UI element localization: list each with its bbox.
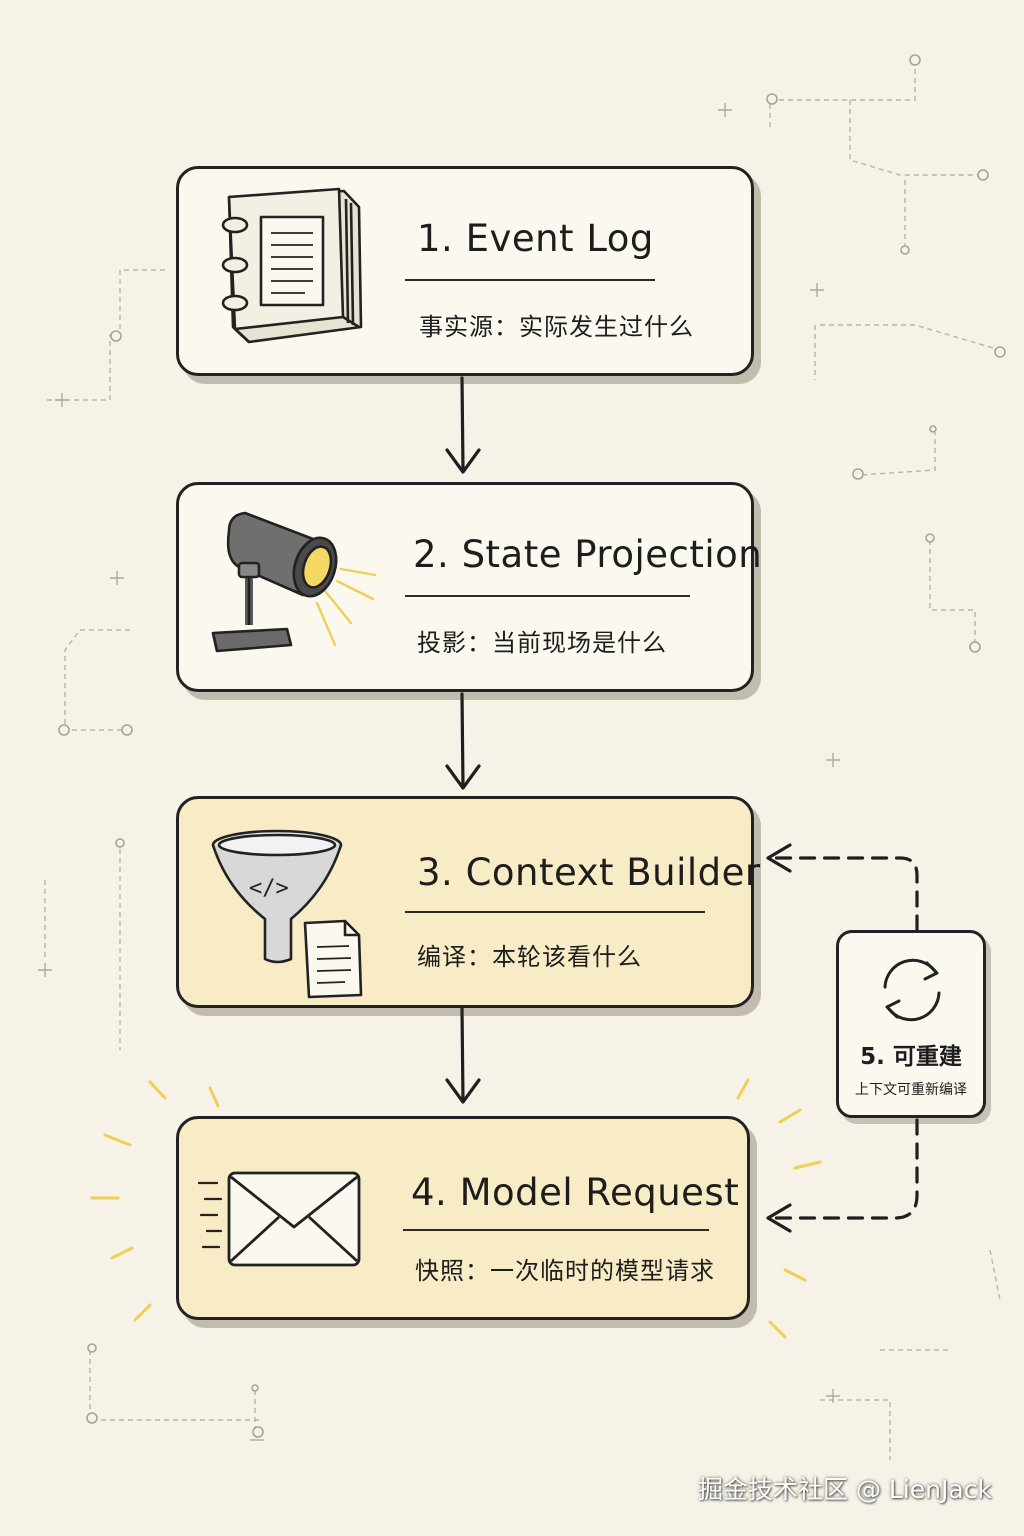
title-underline	[405, 595, 690, 597]
notebook-icon	[221, 187, 363, 344]
svg-text:</>: </>	[249, 876, 289, 901]
step-title: 3. Context Builder	[417, 851, 761, 894]
rebuild-card: 5. 可重建 上下文可重新编译	[836, 930, 986, 1118]
rebuild-title: 5. 可重建	[860, 1044, 962, 1070]
state-projection-card: 2. State Projection 投影：当前现场是什么	[176, 482, 762, 692]
step-subtitle: 投影：当前现场是什么	[417, 629, 667, 657]
event-log-card: 1. Event Log 事实源：实际发生过什么	[176, 166, 754, 376]
step-title: 2. State Projection	[413, 533, 763, 576]
refresh-cycle-icon	[883, 958, 941, 1022]
envelope-icon	[197, 1171, 361, 1267]
dashed-arrow-to-builder	[770, 856, 919, 932]
rebuild-subtitle: 上下文可重新编译	[855, 1082, 967, 1098]
step-title: 4. Model Request	[411, 1171, 740, 1214]
step-title: 1. Event Log	[417, 217, 654, 260]
context-builder-card: </> 3. Context Builder 编译：本轮该看什么	[176, 796, 760, 1008]
title-underline	[403, 1229, 709, 1231]
title-underline	[405, 279, 655, 281]
watermark: 掘金技术社区 @ LienJack	[698, 1475, 992, 1504]
model-request-card: 4. Model Request 快照：一次临时的模型请求	[176, 1116, 750, 1320]
step-subtitle: 编译：本轮该看什么	[417, 943, 642, 971]
spotlight-icon	[211, 511, 377, 653]
step-subtitle: 快照：一次临时的模型请求	[415, 1257, 715, 1285]
dashed-arrow-to-request	[770, 1118, 919, 1220]
arrow-3-to-4	[460, 1006, 465, 1102]
funnel-icon: </>	[211, 829, 363, 999]
step-subtitle: 事实源：实际发生过什么	[419, 313, 694, 341]
arrow-1-to-2	[460, 376, 465, 472]
title-underline	[405, 911, 705, 913]
arrow-2-to-3	[460, 692, 465, 788]
glow-rays	[90, 1078, 822, 1339]
